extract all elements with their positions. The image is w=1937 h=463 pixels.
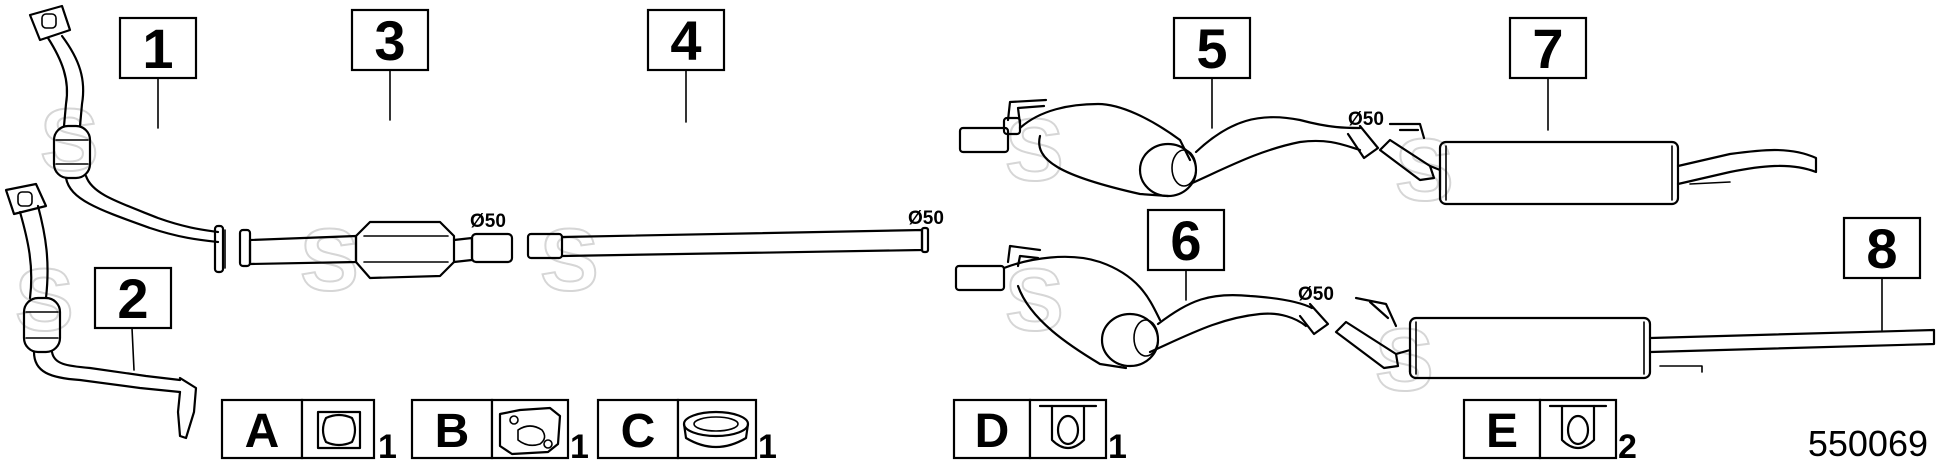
diagram-code: 550069	[1808, 423, 1928, 463]
callout-8: 8	[1842, 216, 1922, 280]
callout-label: 5	[1196, 17, 1227, 80]
callout-1: 1	[118, 16, 198, 80]
callout-label: 3	[374, 9, 405, 72]
part-4-intermediate-pipe: Ø50	[526, 208, 944, 260]
accessory-qty: 1	[570, 428, 589, 463]
flange-gasket-icon	[498, 406, 562, 456]
watermark: S	[540, 210, 599, 309]
part-1-front-pipe	[28, 4, 226, 274]
diameter-label: Ø50	[1348, 109, 1384, 130]
watermark: S	[300, 210, 359, 309]
accessory-e: E 2	[1462, 398, 1637, 463]
callout-2: 2	[93, 266, 173, 330]
accessory-letter: B	[435, 405, 470, 458]
accessory-a: A 1	[220, 398, 397, 463]
accessory-qty: 2	[1618, 428, 1637, 463]
callout-6: 6	[1146, 208, 1226, 272]
callout-4: 4	[646, 8, 726, 72]
callout-7: 7	[1508, 16, 1588, 80]
accessory-d: D 1	[952, 398, 1127, 463]
callout-label: 6	[1170, 209, 1201, 272]
diameter-label: Ø50	[470, 211, 506, 232]
callout-label: 2	[117, 267, 148, 330]
callout-5: 5	[1172, 16, 1252, 80]
accessory-qty: 1	[378, 428, 397, 463]
part-6-middle-muffler: Ø50	[954, 244, 1334, 370]
accessory-letter: A	[245, 405, 280, 458]
part-2-front-pipe	[4, 182, 198, 440]
callout-label: 7	[1532, 17, 1563, 80]
callout-label: 4	[670, 9, 701, 72]
accessory-c: C 1	[596, 398, 777, 463]
accessory-letter: E	[1486, 405, 1518, 458]
part-5-middle-muffler: Ø50	[958, 98, 1384, 198]
diameter-label: Ø50	[1298, 284, 1334, 305]
square-gasket-icon	[316, 410, 362, 450]
leader-lines	[131, 69, 1883, 371]
callout-label: 8	[1866, 217, 1897, 280]
accessory-b: B 1	[410, 398, 589, 463]
accessory-letter: D	[975, 405, 1010, 458]
accessory-qty: 1	[758, 428, 777, 463]
rubber-hanger-icon	[1038, 404, 1098, 450]
sealing-ring-icon	[682, 410, 750, 448]
watermark: S	[1375, 310, 1434, 409]
watermarks: S S S S S S S S	[14, 89, 1455, 410]
rubber-hanger-icon	[1548, 404, 1608, 450]
watermark: S	[1005, 100, 1064, 199]
accessory-qty: 1	[1108, 428, 1127, 463]
part-3-catalytic-converter: Ø50	[238, 211, 514, 280]
callout-label: 1	[142, 17, 173, 80]
accessory-letter: C	[621, 405, 656, 458]
part-8-rear-muffler	[1334, 296, 1936, 380]
diameter-label: Ø50	[908, 208, 944, 229]
callout-3: 3	[350, 8, 430, 72]
part-7-rear-muffler	[1378, 122, 1818, 206]
